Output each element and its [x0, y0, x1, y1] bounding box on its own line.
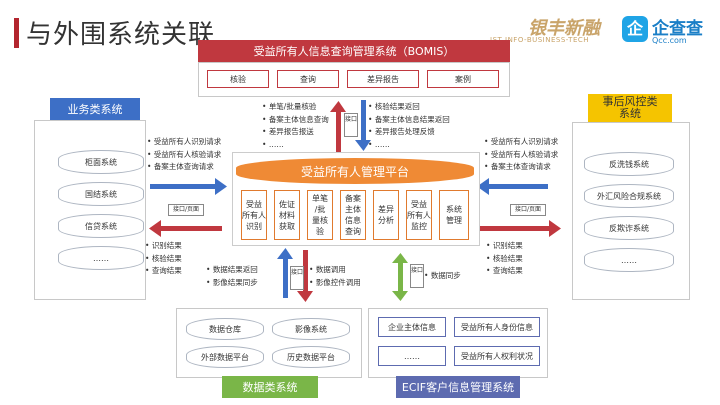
- bottom-return-labels: 数据结果返回 影像结果同步: [206, 264, 258, 289]
- arrow-risk-to-platform: [477, 178, 548, 195]
- platform-module-identify: 受益 所有人 识别: [241, 190, 267, 240]
- bomis-item-verify: 核验: [207, 70, 269, 88]
- arrow-platform-to-data: [297, 250, 313, 302]
- arrow-ecif-sync: [392, 253, 408, 301]
- yinfeng-logo-text: 银丰新融: [528, 18, 600, 39]
- label-item: 数据结果返回: [206, 264, 258, 277]
- arrow-bomis-to-platform: [330, 101, 346, 152]
- data-item-external: 外部数据平台: [186, 346, 264, 368]
- qcc-logo-subtext: Qcc.com: [652, 36, 687, 45]
- business-header: 业务类系统: [50, 98, 140, 120]
- label-item: 备案主体信息结果返回: [368, 114, 450, 127]
- label-item: ……: [262, 139, 329, 152]
- risk-item-aml: 反洗钱系统: [584, 152, 674, 176]
- label-item: 数据调用: [309, 264, 361, 277]
- arrow-platform-to-bomis: [355, 100, 371, 151]
- page-title: 与外围系统关联: [26, 20, 216, 50]
- top-right-labels: 核验结果返回 备案主体信息结果返回 差异报告处理反馈 ……: [368, 101, 450, 151]
- label-item: 查询结果: [145, 265, 182, 278]
- label-item: 受益所有人识别请求: [147, 136, 222, 149]
- ecif-header: ECIF客户信息管理系统: [396, 376, 520, 398]
- risk-panel: [572, 122, 690, 300]
- bottom-call-labels: 数据调用 影像控件调用: [309, 264, 361, 289]
- platform-module-filing-query: 备案 主体 信息 查询: [340, 190, 366, 240]
- label-item: 备案主体查询请求: [147, 161, 221, 174]
- ecif-item-entity: 企业主体信息: [378, 317, 446, 337]
- platform-header: 受益所有人管理平台: [236, 158, 474, 184]
- platform-module-verify: 单笔 /批 量核 验: [307, 190, 333, 240]
- interface-tag-ecif: 接口: [410, 264, 424, 288]
- ecif-sync-labels: 数据同步: [424, 270, 461, 283]
- business-item-intl-settlement: 国结系统: [58, 182, 144, 206]
- interface-tag-left: 接口/页面: [168, 204, 204, 216]
- label-item: 受益所有人核验请求: [147, 149, 222, 162]
- label-item: ……: [368, 139, 450, 152]
- arrow-business-to-platform: [150, 178, 227, 195]
- top-left-labels: 单笔/批量核验 备案主体信息查询 差异报告报送 ……: [262, 101, 329, 151]
- bomis-item-diff-report: 差异报告: [347, 70, 419, 88]
- interface-tag-top: 接口: [344, 113, 358, 137]
- label-item: 差异报告报送: [262, 126, 329, 139]
- left-result-labels: 识别结果 核验结果 查询结果: [145, 240, 182, 278]
- data-sys-header: 数据类系统: [222, 376, 318, 398]
- label-item: 受益所有人核验请求: [484, 149, 559, 162]
- yinfeng-logo-subtext: IST INFO-BUSINESS-TECH: [490, 36, 590, 44]
- label-item: 核验结果返回: [368, 101, 450, 114]
- label-item: 影像控件调用: [309, 277, 361, 290]
- data-item-history: 历史数据平台: [272, 346, 350, 368]
- business-panel: [34, 120, 146, 300]
- interface-tag-right: 接口/页面: [510, 204, 546, 216]
- data-item-imaging: 影像系统: [272, 318, 350, 340]
- label-item: 数据同步: [424, 270, 461, 283]
- title-accent-bar: [14, 18, 19, 48]
- label-item: 备案主体查询请求: [484, 161, 558, 174]
- label-item: 备案主体信息查询: [262, 114, 329, 127]
- label-item: 识别结果: [486, 240, 523, 253]
- arrow-data-to-platform: [277, 248, 293, 298]
- label-item: 影像结果同步: [206, 277, 258, 290]
- label-item: 差异报告处理反馈: [368, 126, 450, 139]
- ecif-item-identity: 受益所有人身份信息: [454, 317, 540, 337]
- qcc-logo-text: 企查查: [652, 19, 703, 39]
- platform-module-admin: 系统 管理: [439, 190, 469, 240]
- interface-tag-bottom: 接口: [290, 266, 304, 290]
- bomis-header: 受益所有人信息查询管理系统（BOMIS）: [198, 40, 510, 62]
- label-item: 单笔/批量核验: [262, 101, 329, 114]
- label-item: 核验结果: [486, 253, 523, 266]
- qcc-logo-icon: 企: [622, 16, 648, 42]
- label-item: 识别结果: [145, 240, 182, 253]
- label-item: 核验结果: [145, 253, 182, 266]
- ecif-item-more: ……: [378, 346, 446, 366]
- risk-header: 事后风控类 系统: [588, 94, 672, 122]
- right-request-labels: 受益所有人识别请求 受益所有人核验请求 备案主体查询请求: [484, 136, 559, 174]
- ecif-item-rights: 受益所有人权利状况: [454, 346, 540, 366]
- risk-item-anti-fraud: 反欺诈系统: [584, 216, 674, 240]
- arrow-platform-to-business: [149, 220, 222, 237]
- label-item: 查询结果: [486, 265, 523, 278]
- yinfeng-logo: 银丰新融 IST INFO-BUSINESS-TECH: [488, 14, 608, 48]
- business-item-counter: 柜面系统: [58, 150, 144, 174]
- risk-item-fx-compliance: 外汇风险合规系统: [584, 184, 674, 208]
- right-result-labels: 识别结果 核验结果 查询结果: [486, 240, 523, 278]
- left-request-labels: 受益所有人识别请求 受益所有人核验请求 备案主体查询请求: [147, 136, 222, 174]
- platform-module-diff: 差异 分析: [373, 190, 399, 240]
- qcc-logo: 企 企查查 Qcc.com: [622, 14, 712, 48]
- platform-module-evidence: 佐证 材料 获取: [274, 190, 300, 240]
- business-item-more: ……: [58, 246, 144, 270]
- platform-module-monitor: 受益 所有人 监控: [406, 190, 432, 240]
- business-item-credit: 信贷系统: [58, 214, 144, 238]
- bomis-item-query: 查询: [277, 70, 339, 88]
- arrow-platform-to-risk: [478, 220, 561, 237]
- risk-item-more: ……: [584, 248, 674, 272]
- label-item: 受益所有人识别请求: [484, 136, 559, 149]
- bomis-item-case: 案例: [427, 70, 499, 88]
- data-item-warehouse: 数据仓库: [186, 318, 264, 340]
